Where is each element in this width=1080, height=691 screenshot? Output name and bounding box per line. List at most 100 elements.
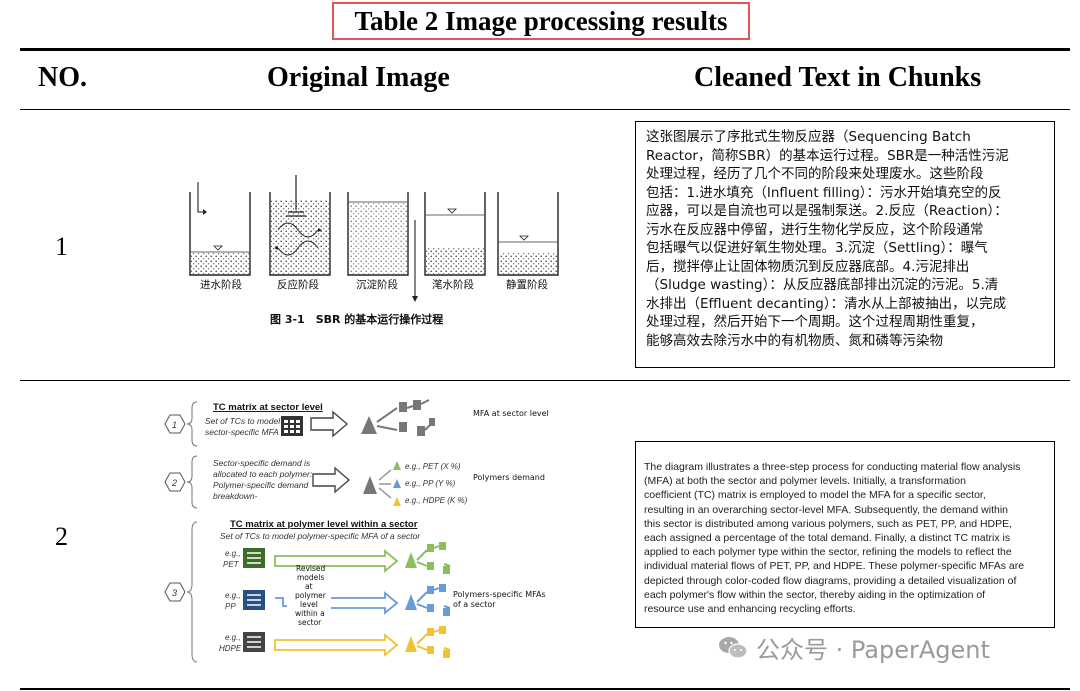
- text-line: (MFA) at both the sector and polymer lev…: [644, 475, 966, 488]
- svg-text:3: 3: [172, 588, 177, 598]
- watermark-text: 公众号 · PaperAgent: [756, 636, 990, 664]
- svg-text:2: 2: [171, 478, 177, 488]
- step3-result: of a sector: [453, 600, 496, 609]
- wechat-icon: [719, 636, 748, 659]
- step-marker-1: 1: [164, 401, 198, 447]
- step1-result: MFA at sector level: [473, 409, 549, 418]
- hdpe-demand-icon: [393, 497, 401, 506]
- svg-text:PET: PET: [223, 560, 240, 569]
- top-rule: [20, 48, 1070, 51]
- svg-text:e.g.,: e.g.,: [225, 633, 241, 642]
- step2-item: e.g., PET (X %): [405, 462, 461, 471]
- text-line: individual material flows of PET, PP, an…: [644, 560, 1025, 573]
- step1-desc: sector-specific MFA: [205, 427, 279, 437]
- text-line: 水排出（Effluent decanting）：清水从上部被抽出，以完成: [646, 295, 1007, 312]
- step3-note: Revised models at polymer level within a…: [295, 564, 327, 627]
- text-line: 包括曝气以促进好氧生物处理。3.沉淀（Settling）：曝气: [646, 240, 988, 256]
- pet-flow-icon: [405, 542, 451, 574]
- step-marker-2: 2: [164, 455, 198, 509]
- text-line: each assigned a percentage of the total …: [644, 532, 1011, 545]
- svg-text:within a: within a: [295, 609, 325, 618]
- text-line: 污水在反应器中停留，进行生物化学反应，这个阶段通常: [646, 221, 984, 238]
- header-original-image: Original Image: [267, 62, 450, 93]
- svg-text:sector: sector: [298, 618, 322, 627]
- svg-text:HDPE: HDPE: [219, 644, 242, 653]
- svg-text:at: at: [305, 582, 313, 591]
- mfa-figure: 1 2 3 TC matrix at sector level Set of T…: [164, 399, 549, 663]
- text-line: 后，搅拌停止让固体物质沉到反应器底部。4.污泥排出: [646, 258, 970, 275]
- text-line: 处理过程，经历了几个不同的阶段来处理废水。这些阶段: [646, 166, 984, 182]
- header-no: NO.: [38, 62, 87, 93]
- step1-title: TC matrix at sector level: [213, 402, 323, 413]
- sbr-tank-idle: [497, 192, 559, 276]
- sbr-tank-influent: [189, 182, 251, 276]
- figure-caption: 图 3-1 SBR 的基本运行操作过程: [270, 312, 443, 326]
- text-line: depicted through color-coded flow diagra…: [644, 574, 1017, 587]
- step1-desc: Set of TCs to model: [205, 416, 281, 426]
- svg-text:Revised: Revised: [296, 564, 326, 573]
- step2-desc: Polymer-specific demand: [213, 480, 309, 490]
- sbr-tank-decant: [412, 192, 486, 302]
- svg-text:models: models: [297, 573, 324, 582]
- matrix-icon: [281, 416, 303, 436]
- text-line: 包括：1.进水填充（Influent filling）：污水开始填充空的反: [646, 184, 1002, 201]
- hdpe-flow-icon: [405, 626, 451, 658]
- sbr-figure: 进水阶段 反应阶段 沉淀阶段 滗水阶段 静置阶段 图 3-1 SBR 的基本运行…: [189, 175, 559, 326]
- watermark: 公众号 · PaperAgent: [718, 630, 990, 665]
- step2-desc: breakdown-: [213, 491, 258, 501]
- row-number-1: 1: [55, 232, 68, 261]
- text-line: 能够高效去除污水中的有机物质、氮和磷等污染物: [646, 332, 943, 349]
- row-divider: [20, 380, 1070, 381]
- svg-text:1: 1: [172, 420, 177, 430]
- text-line: applied to each polymer type within the …: [644, 546, 1012, 559]
- header-cleaned-text: Cleaned Text in Chunks: [694, 62, 982, 93]
- pet-demand-icon: [393, 461, 401, 470]
- step2-desc: Sector-specific demand is: [213, 458, 311, 468]
- text-line: （Sludge wasting）：从反应器底部排出沉淀的污泥。5.清: [646, 277, 999, 293]
- step2-desc: allocated to each polymer:: [213, 469, 313, 479]
- cleaned-text-2: The diagram illustrates a three-step pro…: [636, 442, 1054, 616]
- svg-text:e.g.,: e.g.,: [225, 549, 241, 558]
- polymer-row-hdpe: e.g., HDPE: [219, 632, 399, 657]
- sector-demand-icon: [363, 476, 377, 494]
- text-line: 处理过程，然后开始下一个周期。这个过程周期性重复，: [646, 314, 984, 330]
- pp-demand-icon: [393, 479, 401, 488]
- row-number-2: 2: [55, 522, 68, 551]
- text-line: coefficient (TC) matrix is employed to m…: [644, 489, 986, 502]
- table-title: Table 2 Image processing results: [332, 2, 750, 40]
- step3-result: Polymers-specific MFAs: [453, 590, 546, 599]
- text-line: each polymer's flow within the sector, t…: [644, 588, 986, 601]
- svg-text:polymer: polymer: [295, 591, 327, 600]
- text-line: 这张图展示了序批式生物反应器（Sequencing Batch: [646, 129, 971, 145]
- step3-title: TC matrix at polymer level within a sect…: [230, 519, 418, 530]
- svg-text:PP: PP: [225, 602, 236, 611]
- sbr-tank-settling: [347, 192, 409, 276]
- text-line: Reactor，简称SBR）的基本运行过程。SBR是一种活性污泥: [646, 147, 1009, 164]
- arrow-icon: [312, 466, 351, 494]
- text-line: 应器，可以是自流也可以是强制泵送。2.反应（Reaction）：: [646, 203, 1008, 219]
- sbr-tank-reaction: [269, 175, 331, 276]
- text-line: resource use and enhancing recycling eff…: [644, 603, 856, 616]
- text-line: resulting in an overarching sector-level…: [644, 503, 1008, 516]
- pp-flow-icon: [405, 584, 451, 616]
- stage-label: 进水阶段: [200, 278, 242, 291]
- polymer-row-pp: e.g., PP: [225, 590, 399, 615]
- step2-result: Polymers demand: [473, 473, 545, 482]
- step2-item: e.g., HDPE (K %): [405, 496, 468, 505]
- step2-item: e.g., PP (Y %): [405, 479, 456, 488]
- text-line: The diagram illustrates a three-step pro…: [644, 461, 1021, 473]
- stage-label: 静置阶段: [506, 278, 548, 291]
- svg-text:e.g.,: e.g.,: [225, 591, 241, 600]
- cleaned-text-box-2: The diagram illustrates a three-step pro…: [635, 441, 1055, 628]
- stage-label: 沉淀阶段: [356, 278, 398, 291]
- arrow-icon: [310, 410, 349, 438]
- bottom-rule: [20, 688, 1070, 690]
- svg-text:level: level: [300, 600, 318, 609]
- step3-desc: Set of TCs to model polymer-specific MFA…: [220, 531, 421, 541]
- header-rule: [20, 109, 1070, 110]
- stage-label: 反应阶段: [277, 278, 319, 291]
- text-line: this sector is distributed among various…: [644, 517, 1013, 530]
- polymer-row-pet: e.g., PET: [223, 548, 399, 573]
